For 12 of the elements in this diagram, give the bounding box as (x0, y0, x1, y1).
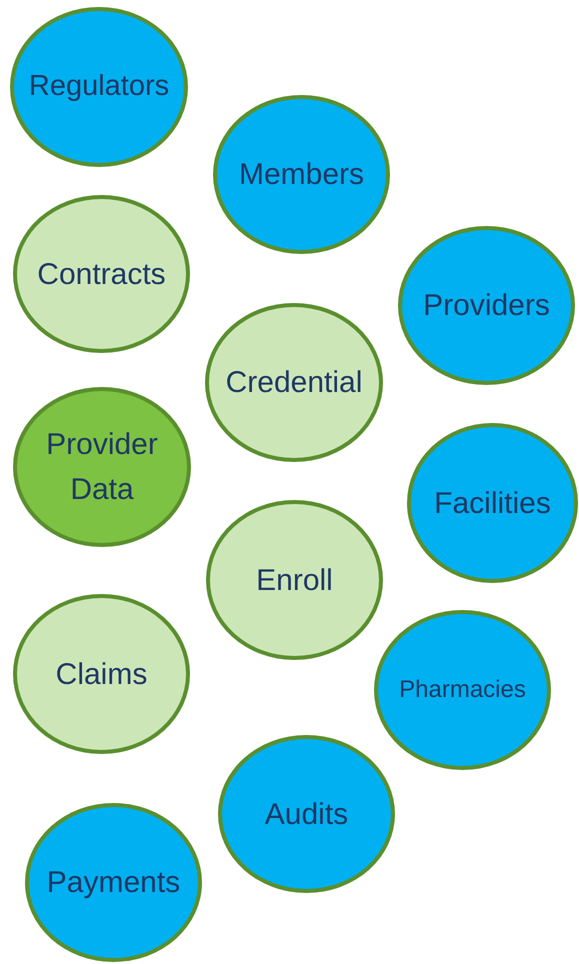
node-label: Regulators (28, 69, 170, 104)
node-label: Contracts (37, 256, 166, 292)
node-label: Credential (226, 365, 362, 401)
node-label: Payments (46, 865, 180, 901)
node-label: Providers (423, 288, 550, 324)
node-label: Audits (264, 796, 348, 832)
node-label: Members (238, 157, 364, 193)
node-label: Claims (56, 656, 148, 692)
node-label: Facilities (434, 486, 551, 522)
node-label: Provider Data (45, 427, 159, 508)
node-label: Enroll (256, 562, 333, 598)
node-label: Pharmacies (399, 675, 526, 705)
